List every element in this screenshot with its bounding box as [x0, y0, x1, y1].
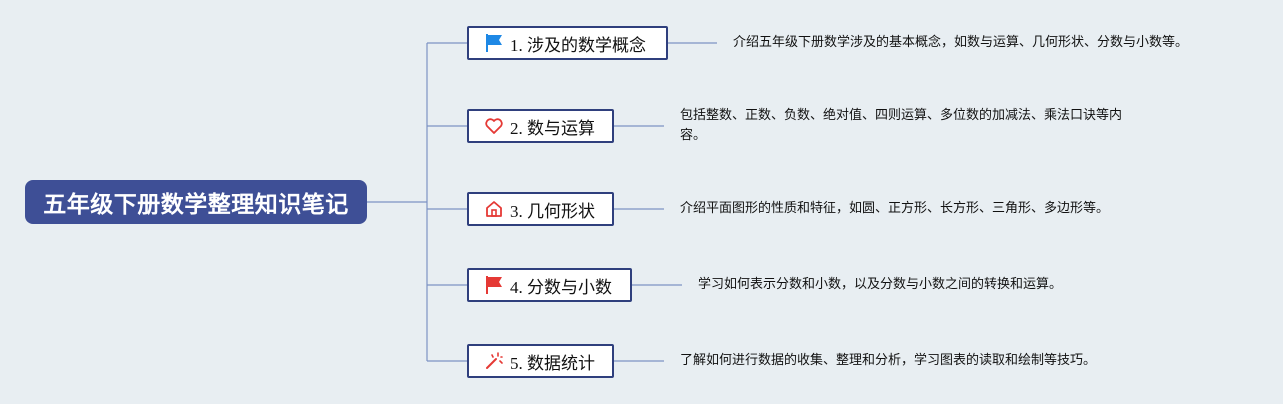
topic-node-1[interactable]: 1. 涉及的数学概念	[467, 26, 668, 60]
topic-desc-2: 包括整数、正数、负数、绝对值、四则运算、多位数的加减法、乘法口诀等内 容。	[680, 106, 1122, 146]
topic-desc-3: 介绍平面图形的性质和特征，如圆、正方形、长方形、三角形、多边形等。	[680, 201, 1110, 216]
topic-label-4: 4. 分数与小数	[510, 277, 612, 297]
blue-flag-icon	[484, 33, 504, 53]
red-flag-icon	[484, 275, 504, 295]
heart-icon	[484, 116, 504, 136]
topic-node-3[interactable]: 3. 几何形状	[467, 192, 614, 226]
topic-node-4[interactable]: 4. 分数与小数	[467, 268, 632, 302]
topic-desc-2-line-2: 容。	[680, 128, 707, 143]
topic-node-5[interactable]: 5. 数据统计	[467, 344, 614, 378]
topic-desc-2-line-1: 包括整数、正数、负数、绝对值、四则运算、多位数的加减法、乘法口诀等内	[680, 108, 1123, 123]
topic-label-2: 2. 数与运算	[510, 118, 595, 138]
topic-label-1: 1. 涉及的数学概念	[510, 35, 646, 55]
topic-label-5: 5. 数据统计	[510, 353, 595, 373]
magic-wand-icon	[484, 351, 504, 371]
topic-label-3: 3. 几何形状	[510, 201, 595, 221]
topic-node-2[interactable]: 2. 数与运算	[467, 109, 614, 143]
house-icon	[484, 199, 504, 219]
topic-desc-1: 介绍五年级下册数学涉及的基本概念，如数与运算、几何形状、分数与小数等。	[733, 35, 1189, 50]
root-node[interactable]: 五年级下册数学整理知识笔记	[25, 180, 367, 224]
topic-desc-4: 学习如何表示分数和小数，以及分数与小数之间的转换和运算。	[698, 277, 1063, 292]
topic-desc-5: 了解如何进行数据的收集、整理和分析，学习图表的读取和绘制等技巧。	[680, 353, 1097, 368]
root-title: 五年级下册数学整理知识笔记	[43, 192, 349, 218]
